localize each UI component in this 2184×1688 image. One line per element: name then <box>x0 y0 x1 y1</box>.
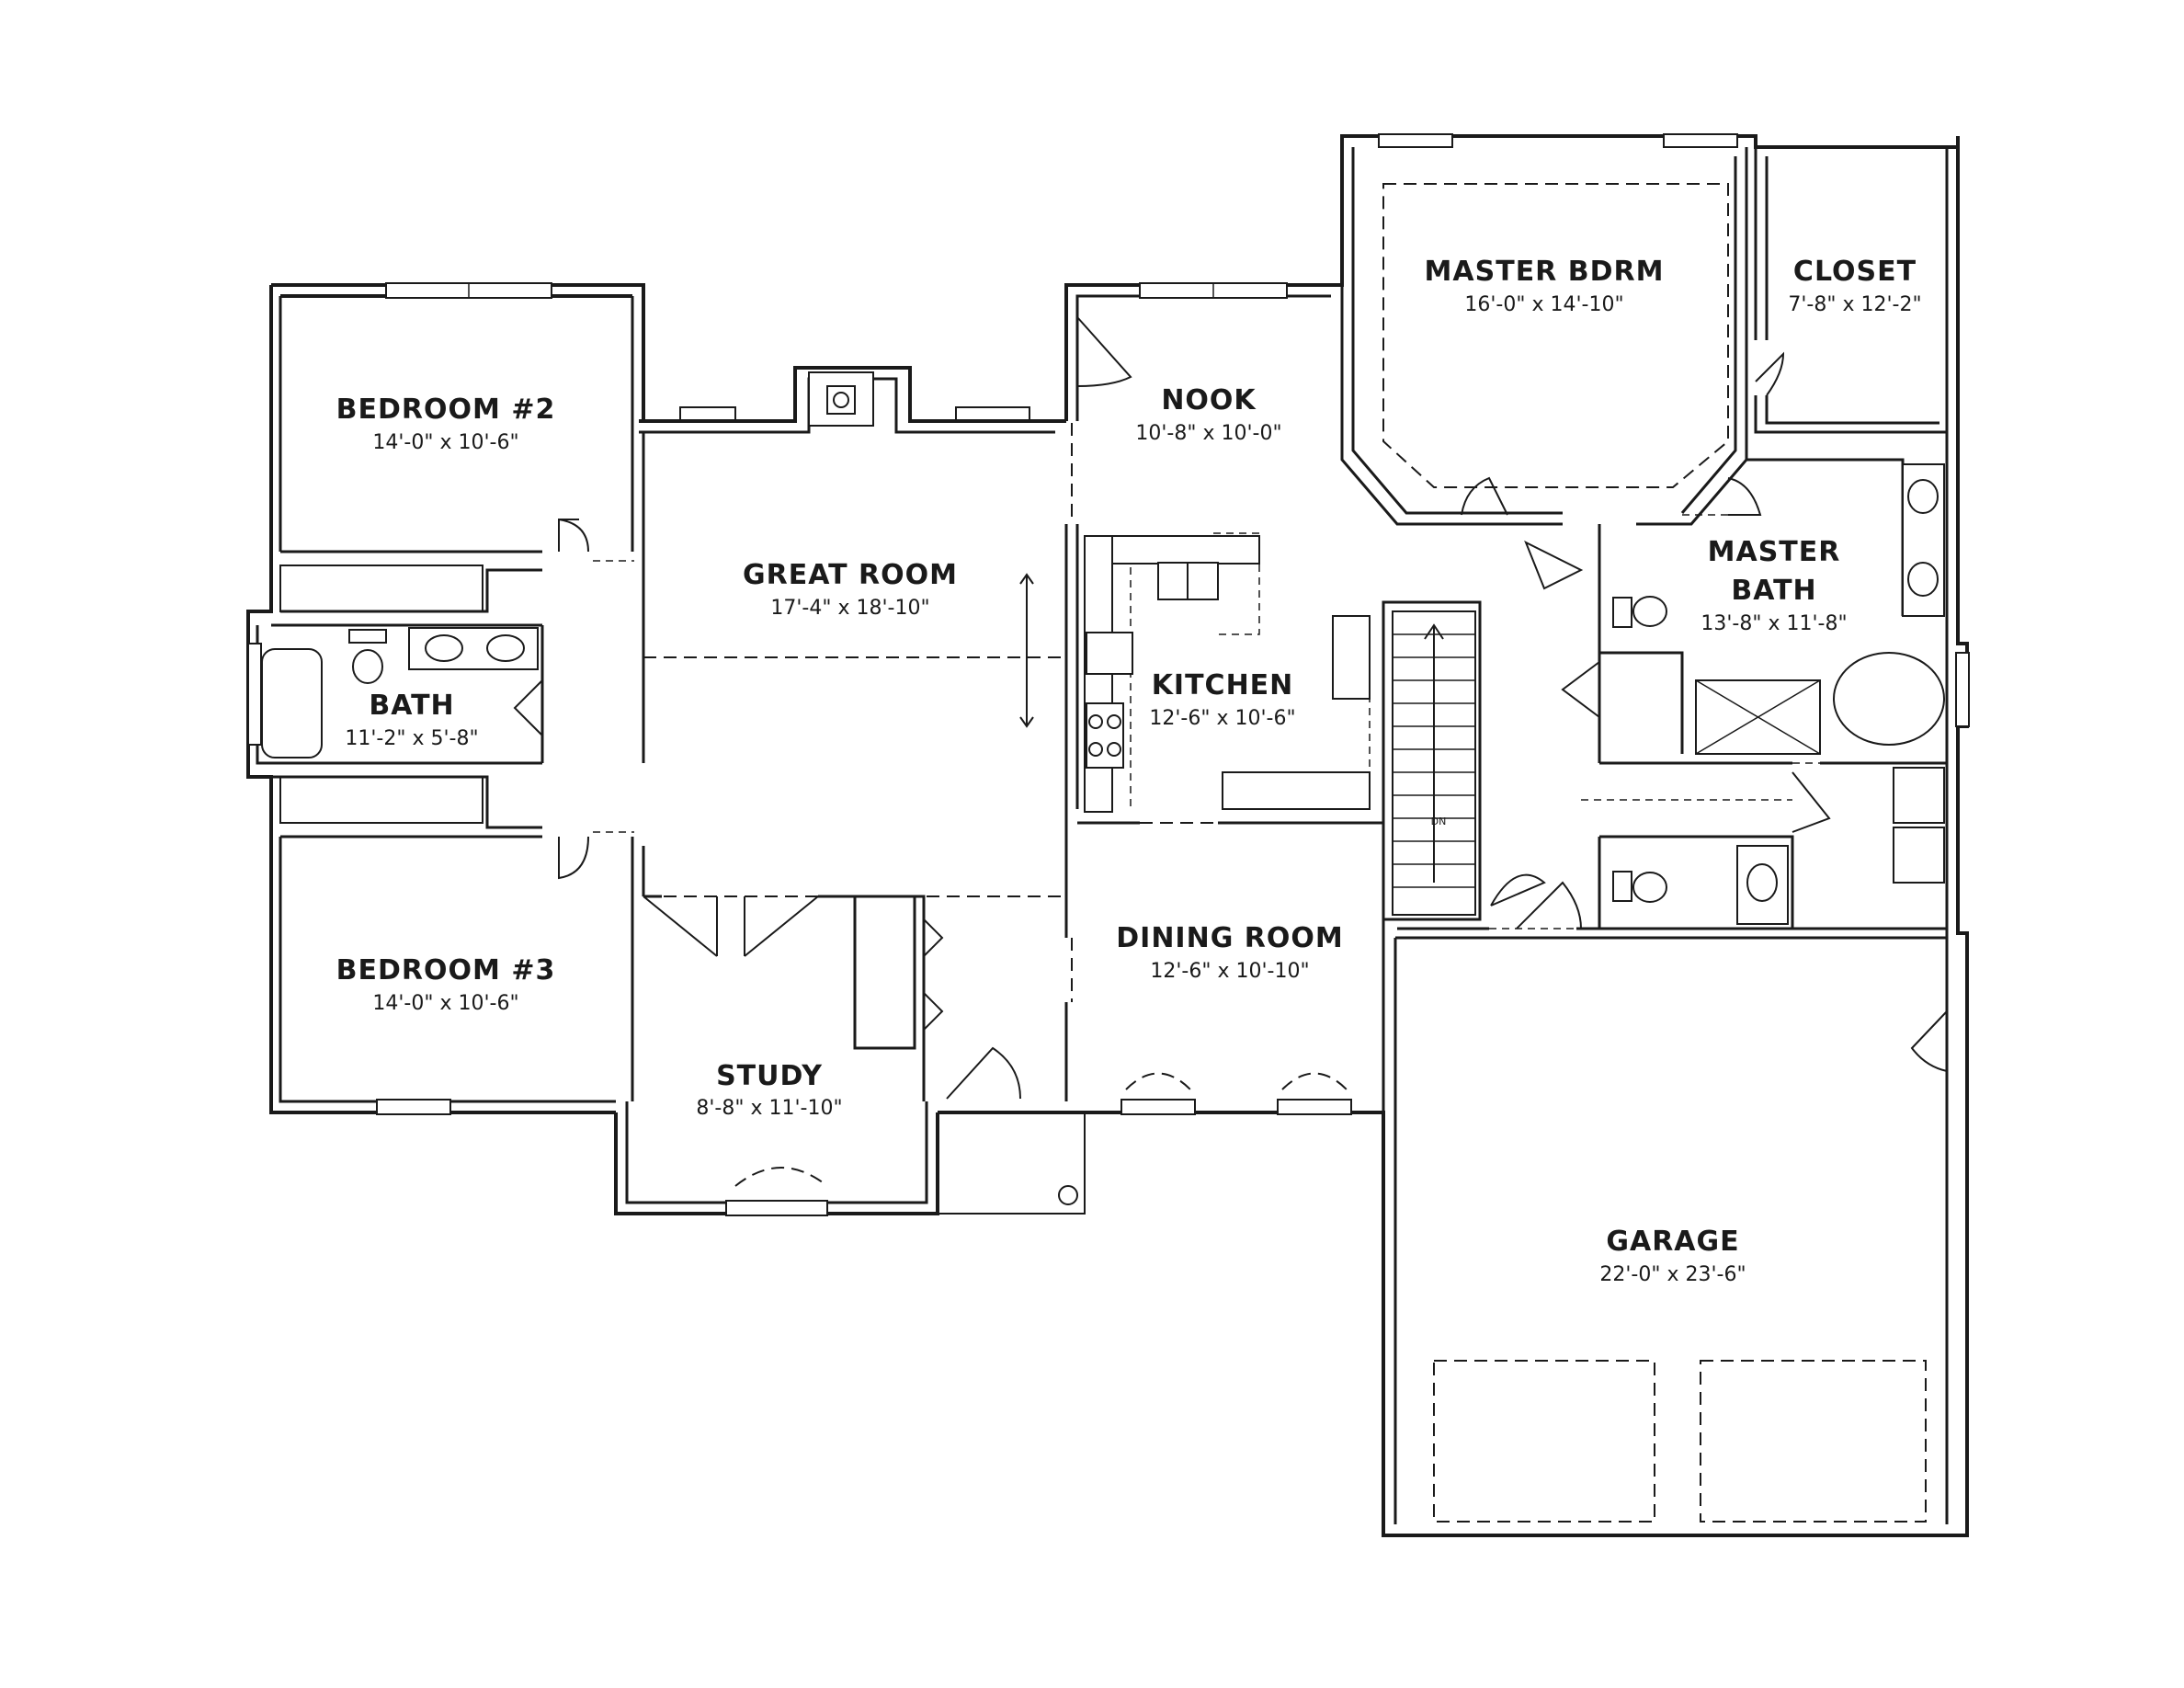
window-bedroom3 <box>376 1099 451 1115</box>
label-nook-name: NOOK <box>1161 384 1257 416</box>
toilet-icon <box>352 649 383 684</box>
door-bath-hall <box>1524 540 1584 590</box>
windows <box>247 133 1970 1216</box>
label-nook-dims: 10'-8" x 10'-0" <box>1135 422 1281 445</box>
door-study-left <box>643 895 718 957</box>
label-master-bath-name-1: MASTER <box>1708 536 1841 568</box>
window-master-right <box>1663 133 1738 148</box>
master-vanity <box>1902 463 1945 617</box>
label-master-bdrm-name: MASTER BDRM <box>1425 256 1665 288</box>
label-closet-dims: 7'-8" x 12'-2" <box>1788 293 1921 316</box>
label-bedroom3-dims: 14'-0" x 10'-6" <box>372 992 518 1015</box>
bath-vanity <box>408 627 539 670</box>
washer <box>1893 767 1945 824</box>
door-shower-area <box>1561 661 1600 718</box>
door-wc <box>1792 771 1831 833</box>
door-closet-study-2 <box>923 992 944 1031</box>
fixtures <box>261 463 1945 925</box>
toilet-icon <box>1632 872 1667 903</box>
room-labels: BEDROOM #2 14'-0" x 10'-6" BATH 11'-2" x… <box>336 256 1922 1286</box>
label-great-room-dims: 17'-4" x 18'-10" <box>770 597 929 620</box>
corner-tub <box>1833 652 1945 746</box>
fireplace <box>808 371 874 427</box>
window-great-room-right <box>955 406 1030 421</box>
label-garage-dims: 22'-0" x 23'-6" <box>1599 1263 1746 1286</box>
label-closet-name: CLOSET <box>1793 256 1917 288</box>
door-closet <box>1755 351 1785 396</box>
label-master-bath-name-2: BATH <box>1731 575 1816 607</box>
porch-column <box>1058 1185 1078 1205</box>
window-great-room-left <box>679 406 736 421</box>
window-bath <box>247 643 262 746</box>
interior-walls <box>256 136 1947 1112</box>
label-great-room-name: GREAT ROOM <box>743 559 958 591</box>
sink-icon <box>1746 863 1778 902</box>
window-dining-left <box>1120 1099 1196 1115</box>
label-master-bdrm-dims: 16'-0" x 14'-10" <box>1464 293 1623 316</box>
label-bath-dims: 11'-2" x 5'-8" <box>345 727 478 750</box>
label-dining-room-name: DINING ROOM <box>1116 922 1343 954</box>
exterior-walls <box>246 134 1969 1537</box>
door-garage-side <box>1910 1010 1948 1072</box>
dryer <box>1893 827 1945 884</box>
door-bedroom3 <box>558 836 589 880</box>
label-kitchen-dims: 12'-6" x 10'-6" <box>1149 707 1295 730</box>
refrigerator <box>1086 632 1133 675</box>
toilet-icon <box>1632 596 1667 627</box>
window-study <box>725 1200 828 1216</box>
label-bedroom2-name: BEDROOM #2 <box>336 393 556 426</box>
label-study-name: STUDY <box>716 1060 823 1092</box>
sink-icon <box>1907 479 1939 514</box>
door-bath <box>513 679 543 736</box>
stair-dn-label: DN <box>1431 815 1447 827</box>
range <box>1086 702 1124 769</box>
door-garage-hall <box>1516 881 1582 930</box>
window-master-bath <box>1955 652 1970 727</box>
door-closet-study-1 <box>923 918 944 957</box>
door-master-bdrm <box>1461 476 1508 516</box>
window-dining-right <box>1277 1099 1352 1115</box>
bathtub <box>261 648 323 758</box>
door-nook <box>1076 316 1132 387</box>
door-bedroom2 <box>558 519 589 553</box>
door-study-right <box>744 895 819 957</box>
door-entry <box>946 1046 1021 1100</box>
sink-icon <box>425 634 463 662</box>
doors <box>513 316 1948 1100</box>
door-stair <box>1490 873 1546 907</box>
label-dining-room-dims: 12'-6" x 10'-10" <box>1150 960 1309 983</box>
sink-icon <box>1907 562 1939 597</box>
sink-icon <box>486 634 525 662</box>
window-master-left <box>1378 133 1453 148</box>
label-study-dims: 8'-8" x 11'-10" <box>696 1097 842 1120</box>
label-garage-name: GARAGE <box>1606 1226 1739 1258</box>
label-bedroom2-dims: 14'-0" x 10'-6" <box>372 431 518 454</box>
label-bedroom3-name: BEDROOM #3 <box>336 954 556 987</box>
stair <box>1392 610 1476 916</box>
label-master-bath-dims: 13'-8" x 11'-8" <box>1701 612 1847 635</box>
dashed-lines <box>593 183 1927 1523</box>
label-bath-name: BATH <box>369 690 454 722</box>
label-kitchen-name: KITCHEN <box>1152 669 1294 701</box>
door-master-bath <box>1727 477 1762 516</box>
